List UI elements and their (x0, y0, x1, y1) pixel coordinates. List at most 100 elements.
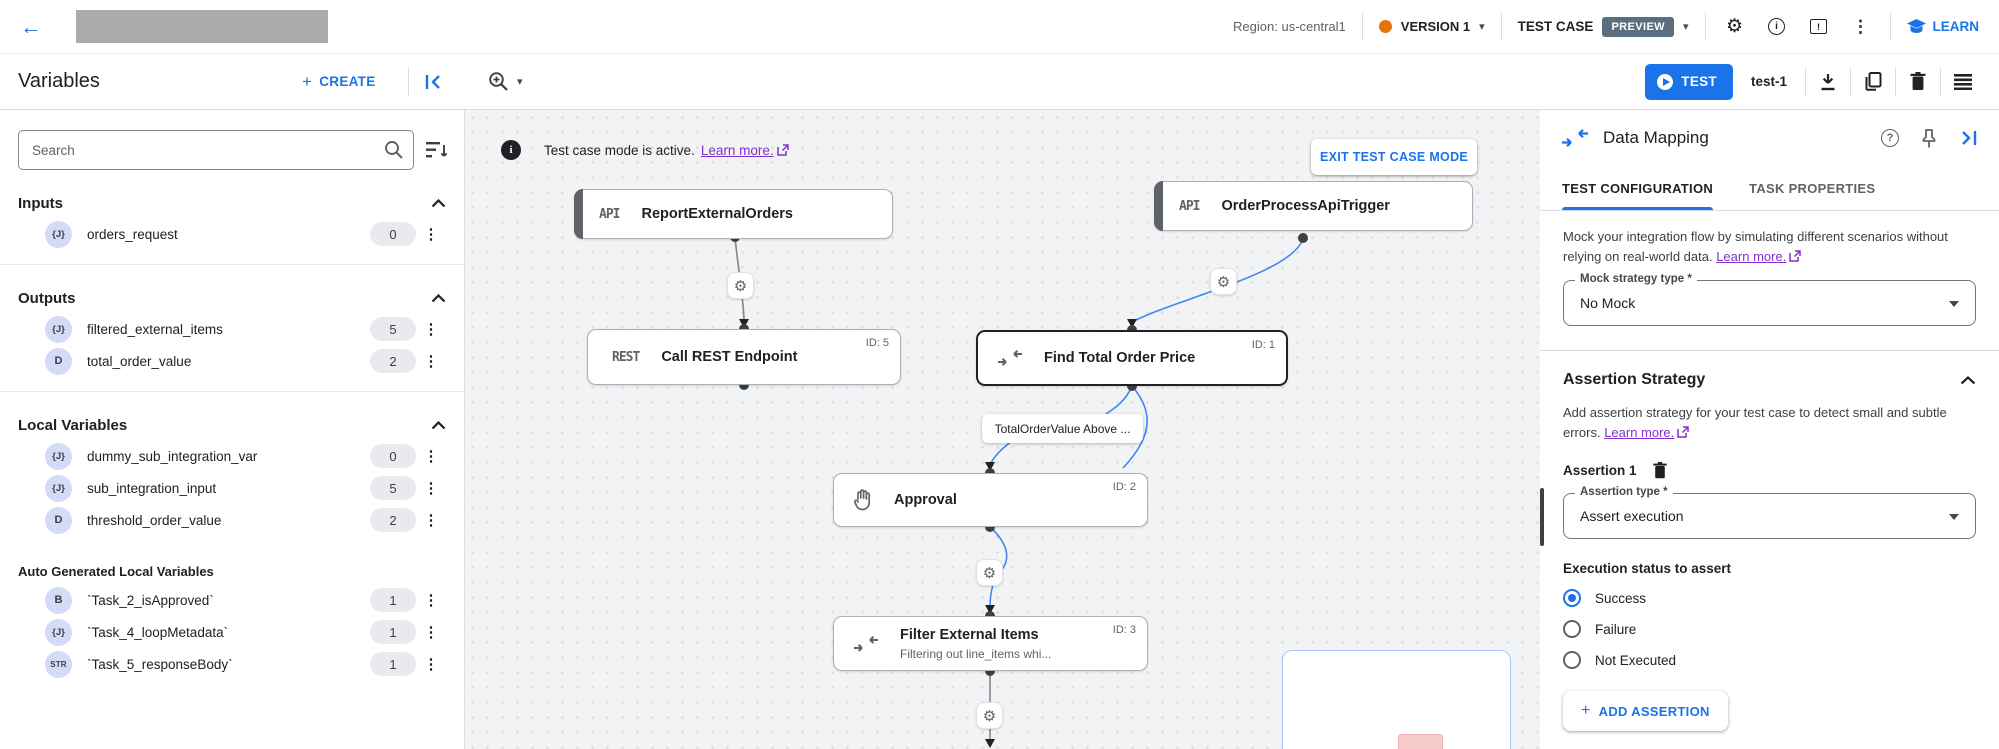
more-vertical-icon[interactable]: ⋮ (423, 512, 439, 529)
auto-generated-header: Auto Generated Local Variables (18, 563, 214, 579)
more-vertical-icon[interactable]: ⋮ (423, 448, 439, 465)
learn-more-link[interactable]: Learn more. (1604, 424, 1675, 440)
radio-not-executed[interactable]: Not Executed (1563, 651, 1976, 669)
learn-more-link[interactable]: Learn more. (700, 142, 774, 158)
more-vertical-icon[interactable]: ⋮ (423, 226, 439, 243)
tab-test-configuration[interactable]: TEST CONFIGURATION (1562, 166, 1714, 210)
node-approval[interactable]: Approval ID: 2 (833, 473, 1148, 527)
chevron-up-icon[interactable] (431, 420, 446, 430)
divider (1889, 12, 1891, 41)
delete-button[interactable] (1896, 72, 1940, 91)
feedback-button[interactable]: ! (1806, 14, 1832, 40)
usage-count-badge: 1 (370, 620, 416, 644)
usage-count-badge: 0 (370, 222, 416, 246)
info-button[interactable]: i (1764, 14, 1790, 40)
mock-strategy-select[interactable]: Mock strategy type * No Mock (1563, 273, 1976, 326)
download-button[interactable] (1806, 73, 1850, 91)
variable-row[interactable]: STR `Task_5_responseBody` 1 ⋮ (18, 648, 446, 680)
task-id-label: ID: 5 (865, 337, 889, 349)
task-subtitle: Filtering out line_items whi... (900, 647, 1052, 661)
settings-button[interactable]: ⚙ (1722, 14, 1748, 40)
usage-count-badge: 1 (370, 588, 416, 612)
panel-scrollbar-thumb[interactable] (1540, 488, 1544, 546)
divider (0, 391, 464, 392)
edge-gear-icon[interactable]: ⚙ (976, 559, 1003, 586)
more-options-button[interactable]: ⋮ (1848, 14, 1874, 40)
canvas-note-box[interactable] (1282, 650, 1511, 749)
variable-row[interactable]: {J} `Task_4_loopMetadata` 1 ⋮ (18, 616, 446, 648)
variable-row[interactable]: {J} filtered_external_items 5 ⋮ (18, 313, 446, 345)
variable-row[interactable]: B `Task_2_isApproved` 1 ⋮ (18, 584, 446, 616)
sort-icon[interactable] (426, 141, 448, 159)
radio-failure[interactable]: Failure (1563, 620, 1976, 638)
external-link-icon (1789, 249, 1802, 262)
chevron-up-icon[interactable] (1960, 375, 1976, 385)
chevron-up-icon[interactable] (431, 293, 446, 303)
divider (1850, 67, 1851, 96)
node-report-external-orders[interactable]: API ReportExternalOrders (574, 189, 893, 239)
variable-row[interactable]: {J} sub_integration_input 5 ⋮ (18, 472, 446, 504)
version-status-dot (1378, 20, 1392, 33)
data-mapping-icon (1562, 129, 1588, 147)
delete-assertion-icon[interactable] (1652, 462, 1667, 479)
json-type-icon: {J} (45, 618, 72, 646)
task-id-label: ID: 1 (1251, 339, 1275, 351)
add-assertion-button[interactable]: + ADD ASSERTION (1563, 691, 1728, 731)
more-vertical-icon[interactable]: ⋮ (423, 353, 439, 370)
chevron-down-icon[interactable]: ▾ (517, 76, 523, 88)
edge-gear-icon[interactable]: ⚙ (1210, 268, 1237, 295)
radio-success[interactable]: Success (1563, 589, 1976, 607)
collapse-right-icon[interactable] (1959, 129, 1979, 147)
variable-row[interactable]: {J} orders_request 0 ⋮ (18, 218, 446, 250)
learn-button[interactable]: LEARN (1906, 18, 1979, 35)
page-title: Variables (18, 70, 100, 92)
task-id-label: ID: 3 (1112, 624, 1136, 636)
edge-gear-icon[interactable]: ⚙ (727, 272, 754, 299)
node-find-total-order-price[interactable]: Find Total Order Price ID: 1 (976, 330, 1288, 386)
integration-canvas[interactable]: i Test case mode is active. Learn more. … (465, 110, 1540, 749)
more-vertical-icon[interactable]: ⋮ (423, 480, 439, 497)
edge-condition-label[interactable]: TotalOrderValue Above ... (982, 414, 1143, 443)
more-vertical-icon[interactable]: ⋮ (423, 592, 439, 609)
more-vertical-icon[interactable]: ⋮ (423, 656, 439, 673)
help-icon[interactable]: ? (1881, 129, 1899, 147)
copy-button[interactable] (1851, 72, 1895, 91)
divider (1540, 350, 1999, 351)
usage-count-badge: 1 (370, 652, 416, 676)
node-order-process-api-trigger[interactable]: API OrderProcessApiTrigger (1154, 181, 1473, 231)
node-call-rest-endpoint[interactable]: REST Call REST Endpoint ID: 5 (587, 329, 901, 385)
edge-gear-icon[interactable]: ⚙ (976, 702, 1003, 729)
create-variable-button[interactable]: + CREATE (302, 71, 376, 91)
chevron-up-icon[interactable] (431, 198, 446, 208)
test-case-name[interactable]: test-1 (1750, 74, 1787, 89)
json-type-icon: {J} (45, 474, 72, 502)
data-mapping-icon (854, 635, 878, 652)
usage-count-badge: 5 (370, 476, 416, 500)
top-app-bar: ← Region: us-central1 VERSION 1 ▾ TEST C… (0, 0, 1999, 54)
chevron-down-icon: ▾ (1479, 21, 1485, 33)
test-button[interactable]: TEST (1645, 63, 1733, 100)
pin-icon[interactable] (1921, 128, 1937, 148)
version-selector[interactable]: VERSION 1 ▾ (1378, 19, 1485, 34)
node-filter-external-items[interactable]: Filter External Items Filtering out line… (833, 616, 1148, 671)
back-icon[interactable]: ← (20, 13, 42, 39)
tab-task-properties[interactable]: TASK PROPERTIES (1749, 180, 1876, 196)
more-vertical-icon[interactable]: ⋮ (423, 321, 439, 338)
variable-row[interactable]: {J} dummy_sub_integration_var 0 ⋮ (18, 440, 446, 472)
collapse-panel-icon[interactable] (424, 73, 444, 91)
exit-test-case-mode-button[interactable]: EXIT TEST CASE MODE (1311, 139, 1477, 175)
more-vertical-icon[interactable]: ⋮ (423, 624, 439, 641)
log-list-button[interactable] (1941, 73, 1985, 90)
variable-row[interactable]: D total_order_value 2 ⋮ (18, 345, 446, 377)
test-case-mode-selector[interactable]: TEST CASE PREVIEW ▾ (1518, 16, 1689, 37)
zoom-icon[interactable] (488, 71, 509, 92)
variable-row[interactable]: D threshold_order_value 2 ⋮ (18, 504, 446, 536)
mock-description: Mock your integration flow by simulating… (1563, 229, 1948, 264)
rest-badge: REST (612, 349, 640, 365)
search-input[interactable] (18, 130, 414, 170)
divider (1500, 12, 1502, 41)
learn-more-link[interactable]: Learn more. (1716, 248, 1787, 264)
divider (1361, 12, 1363, 41)
assertion-type-select[interactable]: Assertion type * Assert execution (1563, 486, 1976, 539)
banner-text: Test case mode is active. (544, 142, 695, 158)
